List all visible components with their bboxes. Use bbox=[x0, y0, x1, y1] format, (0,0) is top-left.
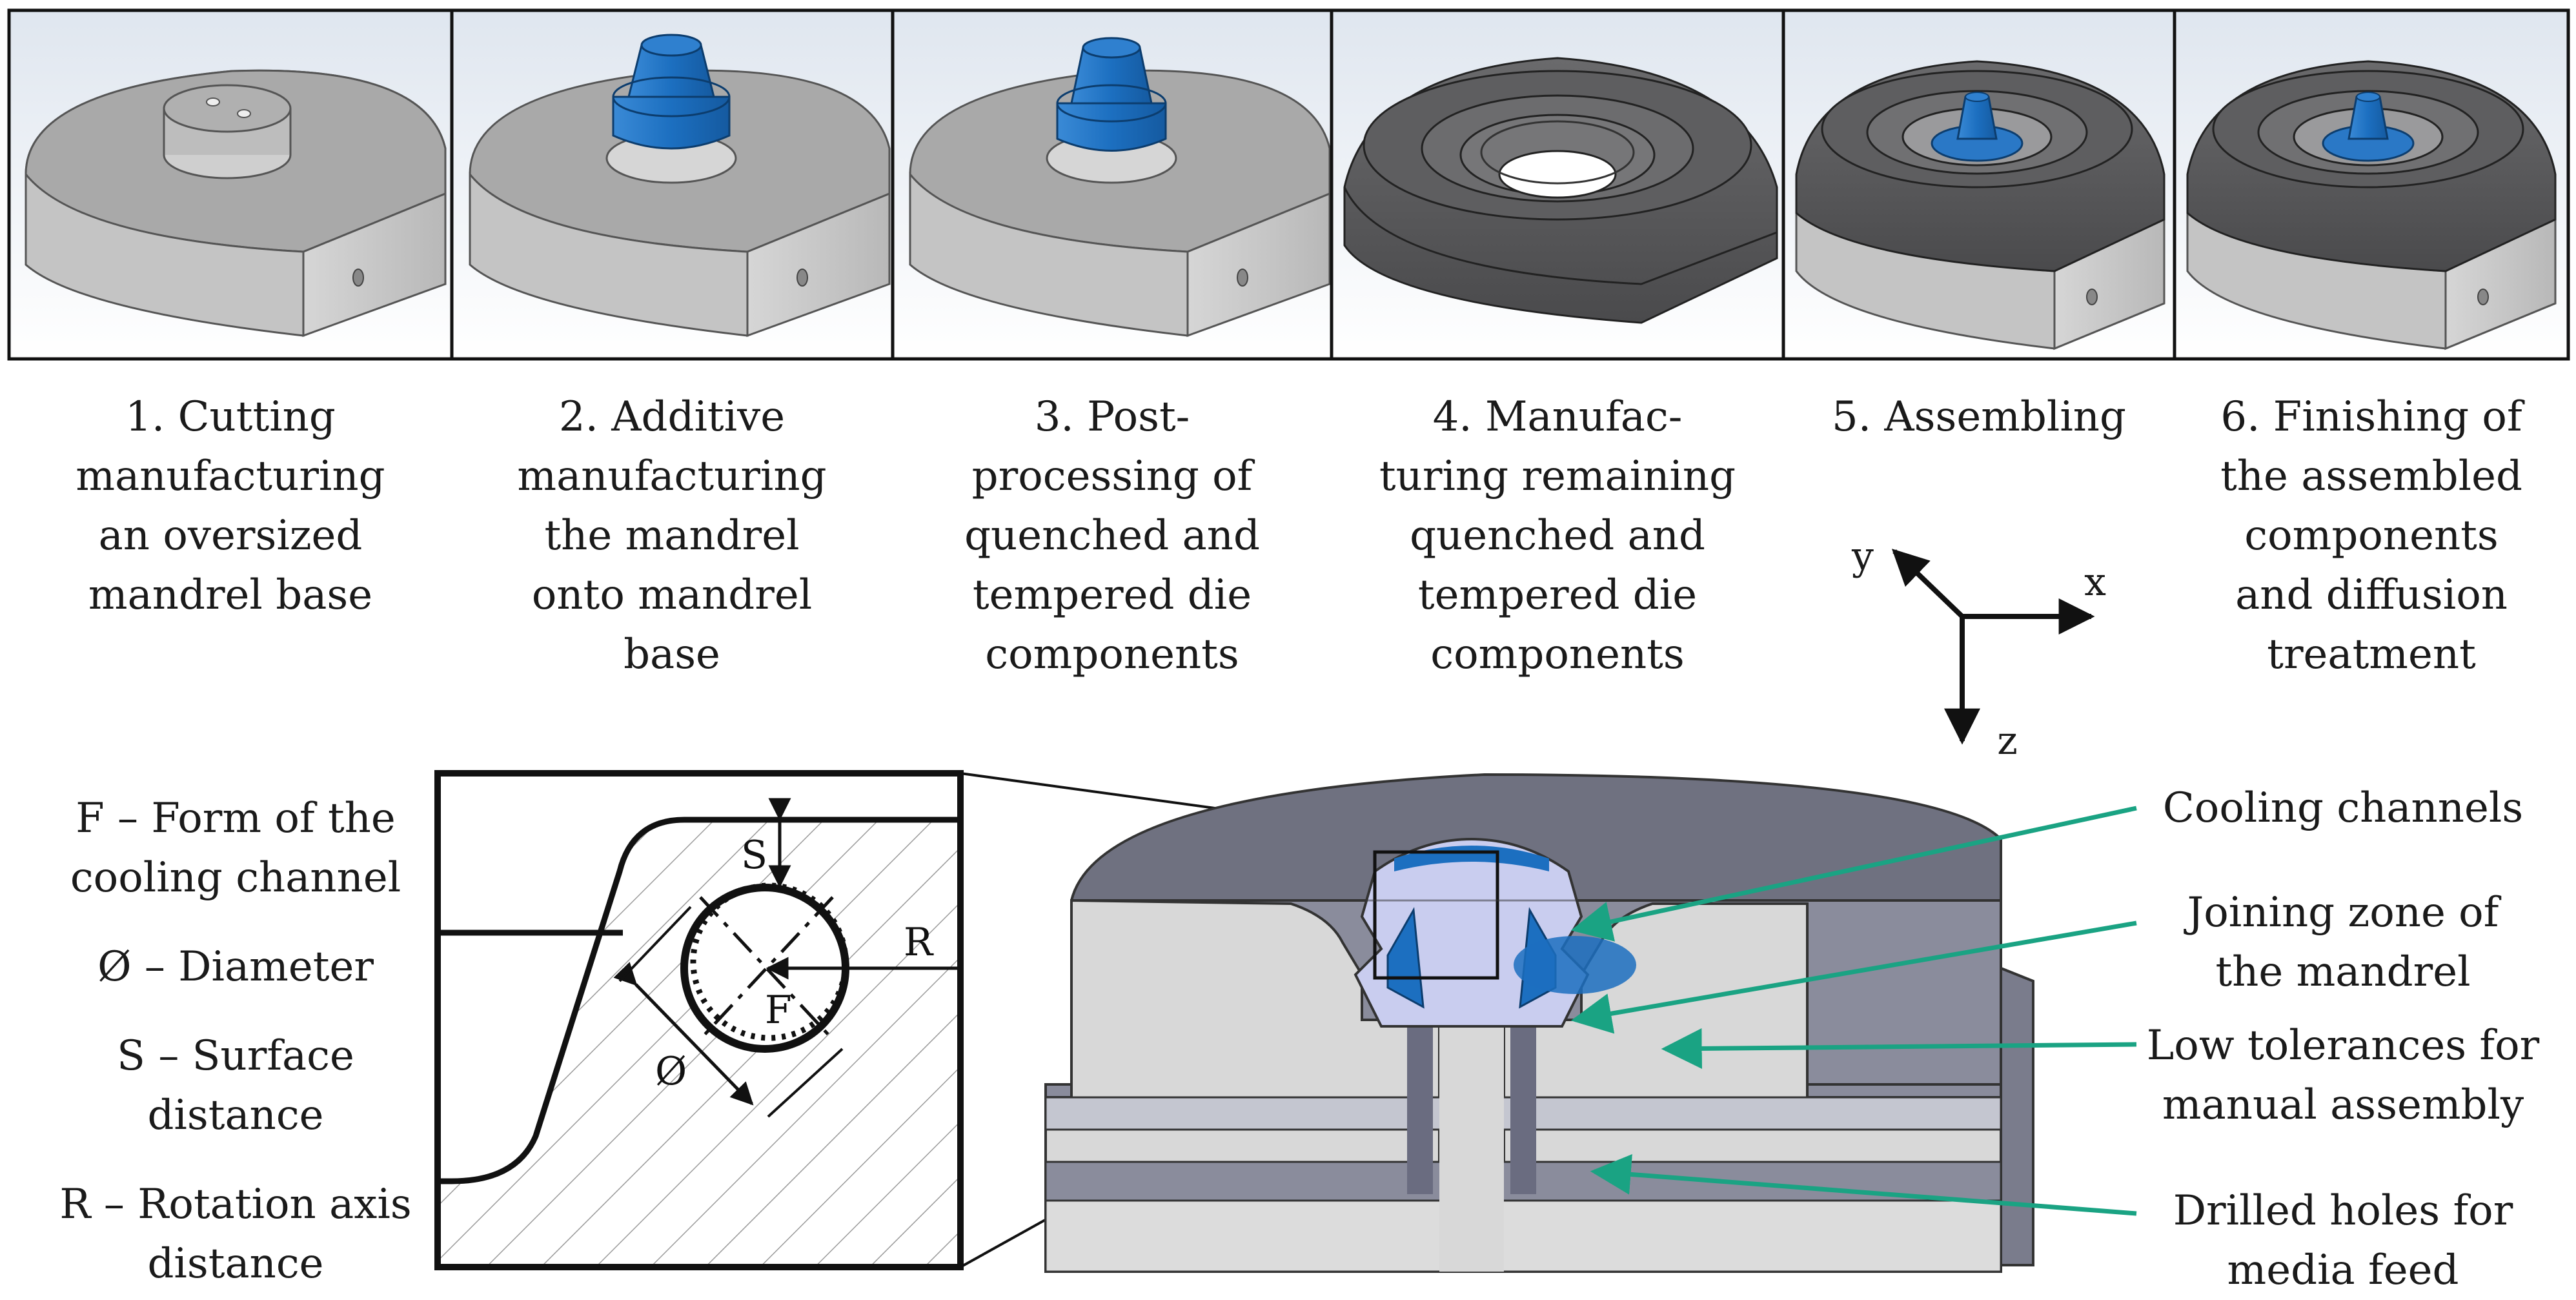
panel-frames bbox=[7, 8, 2570, 361]
panel-6-finished bbox=[2186, 60, 2557, 350]
detail-label-diameter: Ø bbox=[655, 1049, 687, 1094]
callout-cooling-channels: Cooling channels bbox=[2162, 784, 2524, 832]
detail-label-f: F bbox=[765, 988, 792, 1033]
detail-label-s: S bbox=[741, 833, 767, 878]
legend-diameter: Ø – Diameter bbox=[97, 943, 374, 991]
step-2-label: 2. Additive manufacturing the mandrel on… bbox=[517, 393, 827, 678]
axis-label-y: y bbox=[1852, 534, 1874, 579]
callout-joining-zone: Joining zone of the mandrel bbox=[2187, 889, 2499, 996]
step-6-label: 6. Finishing of the assembled components… bbox=[2220, 393, 2522, 678]
callout-drilled-holes: Drilled holes for media feed bbox=[2173, 1187, 2513, 1294]
callout-low-tolerances: Low tolerances for manual assembly bbox=[2146, 1022, 2540, 1129]
step-panels bbox=[7, 8, 2570, 361]
panel-2-additive-mandrel bbox=[469, 34, 891, 338]
panel-5-assembled bbox=[1795, 60, 2165, 350]
detail-view bbox=[434, 770, 1498, 1270]
panel-1-mandrel-base bbox=[25, 69, 447, 338]
callout-arrows bbox=[1570, 806, 2137, 1216]
axis-label-z: z bbox=[1997, 718, 2018, 764]
coordinate-axes bbox=[1891, 549, 2095, 745]
step-4-label: 4. Manufac- turing remaining quenched an… bbox=[1379, 393, 1736, 678]
detail-label-r: R bbox=[904, 920, 934, 965]
panel-3-post-processing bbox=[909, 37, 1331, 338]
legend-surface-distance: S – Surface distance bbox=[117, 1032, 354, 1139]
step-5-label: 5. Assembling bbox=[1832, 393, 2126, 441]
step-1-label: 1. Cutting manufacturing an oversized ma… bbox=[76, 393, 385, 619]
legend-rotation-axis-distance: R – Rotation axis distance bbox=[59, 1181, 412, 1288]
legend-form: F – Form of the cooling channel bbox=[70, 795, 401, 902]
section-view bbox=[1044, 773, 2034, 1273]
step-3-label: 3. Post- processing of quenched and temp… bbox=[964, 393, 1260, 678]
axis-label-x: x bbox=[2084, 560, 2106, 605]
panel-4-dark-die bbox=[1343, 57, 1778, 324]
